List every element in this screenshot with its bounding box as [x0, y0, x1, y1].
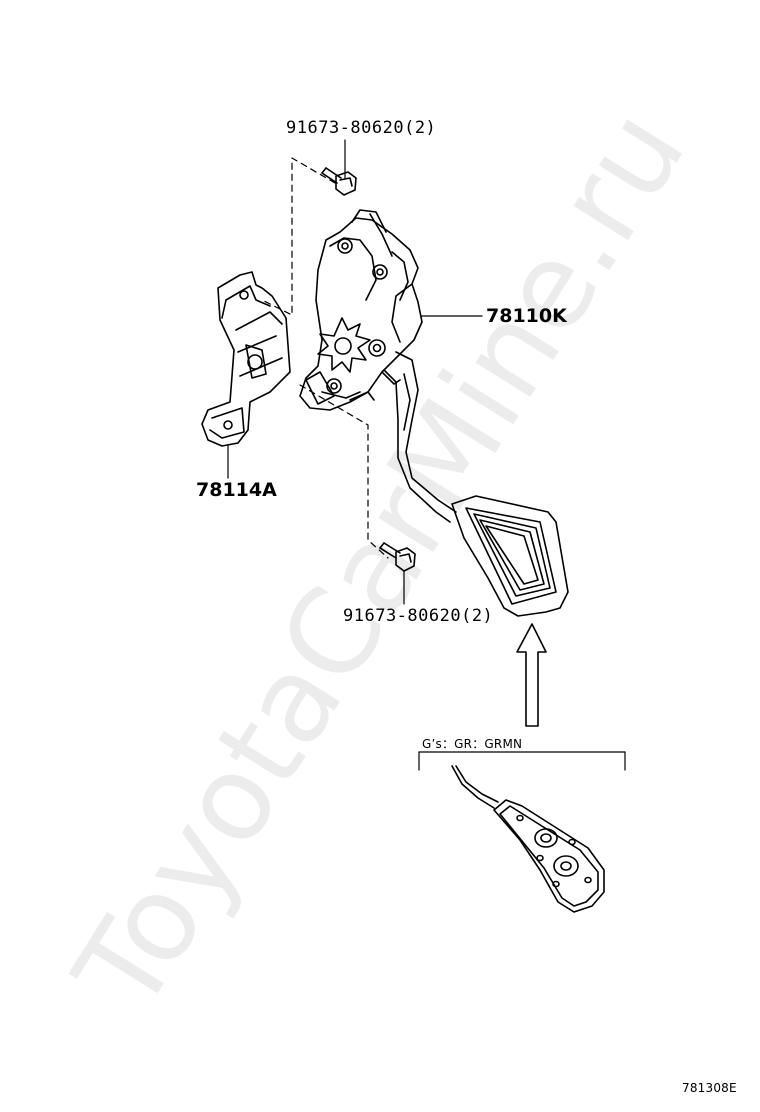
assembly-guides: [261, 157, 389, 559]
variant-note: G’s：GR：GRMN: [422, 737, 523, 751]
part-number-bolt-bottom: 91673-80620(2): [343, 606, 494, 626]
part-number-pedal-assy: 78110K: [486, 305, 567, 327]
bracket-78114a: [201, 271, 291, 447]
variant-pedal-pad: [451, 765, 605, 913]
part-number-bolt-top: 91673-80620(2): [286, 118, 437, 138]
bolt-bottom: [379, 542, 416, 605]
figure-id: 781308E: [682, 1081, 737, 1095]
bolt-top: [321, 139, 357, 196]
variant-bracket: [418, 751, 626, 771]
part-number-bracket: 78114A: [196, 479, 277, 501]
arrow-up-icon: [516, 623, 547, 727]
pedal-assy-78110k: [299, 209, 569, 617]
